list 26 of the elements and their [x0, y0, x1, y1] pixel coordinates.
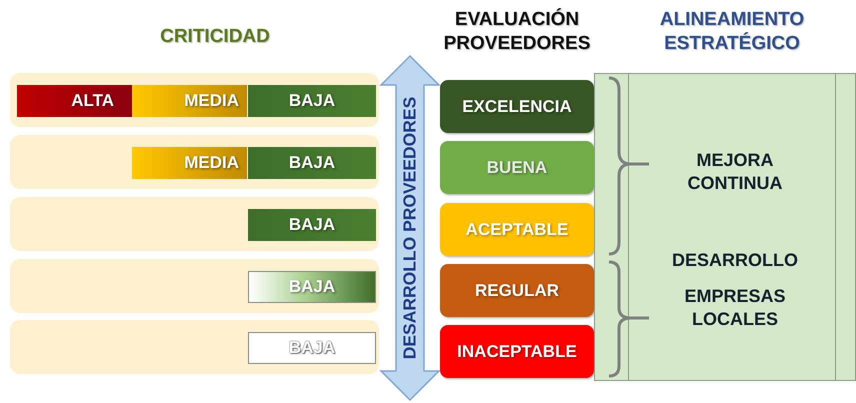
rating-box: REGULAR: [440, 264, 594, 317]
criticality-bar: MEDIA: [132, 85, 247, 117]
criticality-bar: BAJA: [248, 85, 376, 117]
strategy-panel: [594, 73, 856, 381]
criticality-bar: BAJA: [248, 147, 376, 179]
rating-box: ACEPTABLE: [440, 203, 594, 256]
criticality-bar: BAJA: [248, 209, 376, 241]
criticality-bar: BAJA: [248, 332, 376, 364]
criticality-bar: BAJA: [248, 271, 376, 303]
row-band: [10, 320, 379, 374]
criticality-bar: MEDIA: [132, 147, 247, 179]
criticality-bar: ALTA: [17, 85, 132, 117]
row-band: [10, 135, 379, 189]
column-heading: EVALUACIÓN PROVEEDORES: [442, 8, 592, 56]
arrow-label: DESARROLLO PROVEEDORES: [400, 96, 420, 360]
panel-text: DESARROLLO: [671, 249, 799, 272]
column-heading: CRITICIDAD: [159, 25, 271, 49]
row-band: [10, 197, 379, 251]
rating-box: INACEPTABLE: [440, 325, 594, 378]
panel-text: MEJORA CONTINUA: [686, 149, 784, 196]
column-heading: ALINEAMIENTO ESTRATÉGICO: [658, 8, 806, 56]
row-band: [10, 73, 379, 127]
panel-text: EMPRESAS LOCALES: [683, 285, 787, 332]
rating-box: EXCELENCIA: [440, 80, 594, 133]
row-band: [10, 259, 379, 313]
rating-box: BUENA: [440, 141, 594, 194]
